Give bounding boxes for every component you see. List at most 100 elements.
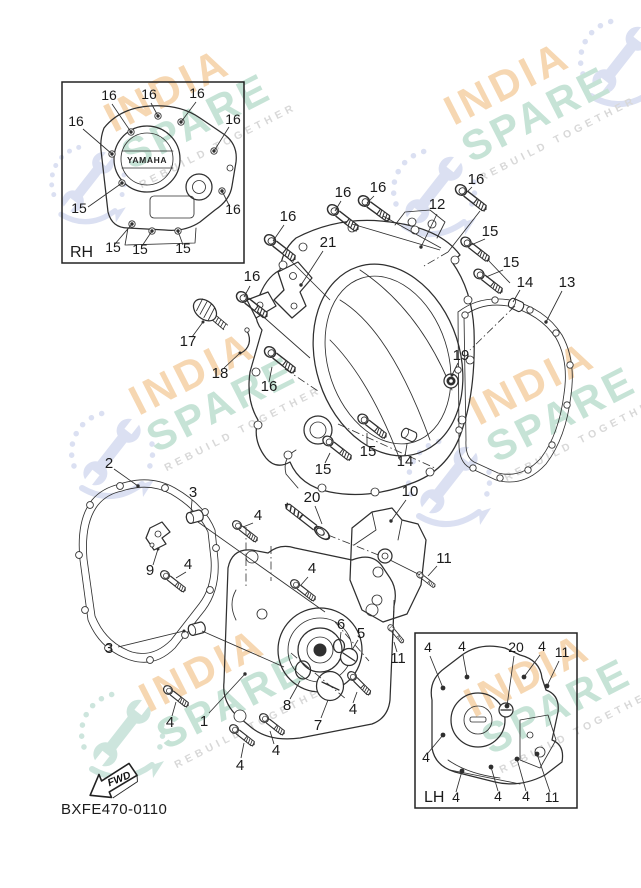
part-10-cover-outline [349, 507, 427, 623]
callout-15: 15 [71, 200, 87, 216]
crankcase-cover-assembly: 2 3 3 9 4 4 4 4 4 4 4 20 10 11 11 6 5 8 … [75, 455, 452, 774]
callout-13: 13 [559, 274, 576, 291]
construction-lines-bottom [197, 521, 421, 668]
callout-16: 16 [261, 378, 278, 395]
callout-4: 4 [452, 789, 460, 805]
bolt-20 [282, 500, 333, 543]
rh-leader-dots [110, 114, 224, 233]
watermark-text-block: INDIA SPARE REBUILD TOGETHER [462, 331, 641, 484]
callout-4: 4 [308, 560, 316, 577]
part-9-clamp [145, 521, 171, 551]
rh-inset-box: YAMAHA 16 16 16 16 16 16 15 15 15 15 RH [61, 81, 245, 264]
clutch-cover-assembly: 16 16 16 16 16 16 15 15 15 15 12 21 17 1… [180, 171, 576, 497]
callout-5: 5 [357, 625, 365, 642]
callout-15: 15 [175, 240, 191, 256]
callout-11: 11 [436, 550, 452, 567]
view-label-rh: RH [70, 244, 93, 261]
callout-16: 16 [189, 85, 205, 101]
callout-9: 9 [146, 562, 154, 579]
callout-19: 19 [453, 347, 470, 364]
part-21-bracket [246, 261, 313, 319]
watermark-text-block: INDIA SPARE REBUILD TOGETHER [97, 38, 299, 191]
callout-12: 12 [429, 196, 446, 213]
watermark-text-block: INDIA SPARE REBUILD TOGETHER [437, 31, 639, 184]
bolt-11 [414, 570, 438, 590]
callout-21: 21 [320, 234, 337, 251]
callout-4: 4 [522, 788, 530, 804]
callout-4: 4 [422, 749, 430, 765]
callout-20: 20 [508, 639, 524, 655]
part-17-oil-cap [192, 298, 229, 331]
lh-cap-20 [498, 702, 514, 718]
callout-2: 2 [105, 455, 113, 472]
cover-12-bolt-lugs [251, 223, 475, 497]
callout-4: 4 [538, 638, 546, 654]
callout-15: 15 [315, 461, 332, 478]
callout-15: 15 [132, 241, 148, 257]
main-leader-dots [201, 245, 548, 377]
gasket-13-holes [454, 296, 574, 482]
bolt-4 [288, 577, 319, 604]
bolt-16 [355, 192, 394, 225]
callout-1: 1 [200, 713, 208, 730]
callout-11: 11 [390, 650, 406, 667]
callout-10: 10 [402, 483, 419, 500]
callout-4: 4 [272, 742, 280, 759]
callout-4: 4 [458, 638, 466, 654]
bolt-16 [324, 201, 362, 235]
part-18-clip [240, 327, 251, 354]
collar-14 [399, 426, 419, 444]
callout-15: 15 [503, 254, 520, 271]
callout-4: 4 [254, 507, 262, 524]
part-1-cover-outline [223, 545, 396, 740]
collar-3 [186, 620, 207, 637]
view-label-lh: LH [424, 789, 444, 806]
callout-16: 16 [370, 179, 387, 196]
bolt-15 [320, 433, 355, 464]
callout-16: 16 [225, 201, 241, 217]
callout-20: 20 [304, 489, 321, 506]
callout-4: 4 [184, 556, 192, 573]
callout-15: 15 [482, 223, 499, 240]
part-8-oring [294, 660, 312, 680]
yamaha-logo: YAMAHA [127, 155, 167, 165]
callout-18: 18 [212, 365, 229, 382]
callout-4: 4 [166, 714, 174, 731]
callout-11: 11 [545, 789, 560, 805]
bottom-leader-dots [136, 484, 393, 676]
gasket-2-holes [75, 482, 220, 664]
lh-inset-box: 4 4 20 4 11 4 4 4 4 11 LH [414, 632, 578, 809]
callout-17: 17 [180, 333, 197, 350]
diagram-code: BXFE470-0110 [61, 801, 167, 818]
collar-3 [184, 508, 205, 525]
callout-16: 16 [101, 87, 117, 103]
callout-4: 4 [424, 639, 432, 655]
bolt-11 [386, 622, 406, 645]
main-leader-lines [191, 186, 563, 464]
callout-14: 14 [397, 453, 414, 470]
callout-15: 15 [360, 443, 377, 460]
part-19-seal [443, 373, 459, 389]
bolt-16 [261, 231, 299, 265]
callout-4: 4 [494, 788, 502, 804]
callout-14: 14 [517, 274, 534, 291]
callout-15: 15 [105, 239, 121, 255]
part-5-plug [339, 647, 359, 667]
callout-16: 16 [468, 171, 485, 188]
callout-3: 3 [105, 640, 113, 657]
callout-11: 11 [555, 644, 570, 660]
lh-leader-lines [427, 654, 560, 793]
axis-dash-lines-bottom [245, 527, 395, 700]
callout-6: 6 [337, 616, 345, 633]
bolt-4 [345, 669, 374, 698]
rh-leader-lines [82, 101, 231, 247]
wrench-badge-icon [409, 440, 491, 525]
callout-8: 8 [283, 697, 291, 714]
callout-16: 16 [244, 268, 261, 285]
bottom-leader-lines [113, 468, 438, 759]
callout-7: 7 [314, 717, 322, 734]
callout-16: 16 [280, 208, 297, 225]
callout-4: 4 [349, 701, 357, 718]
